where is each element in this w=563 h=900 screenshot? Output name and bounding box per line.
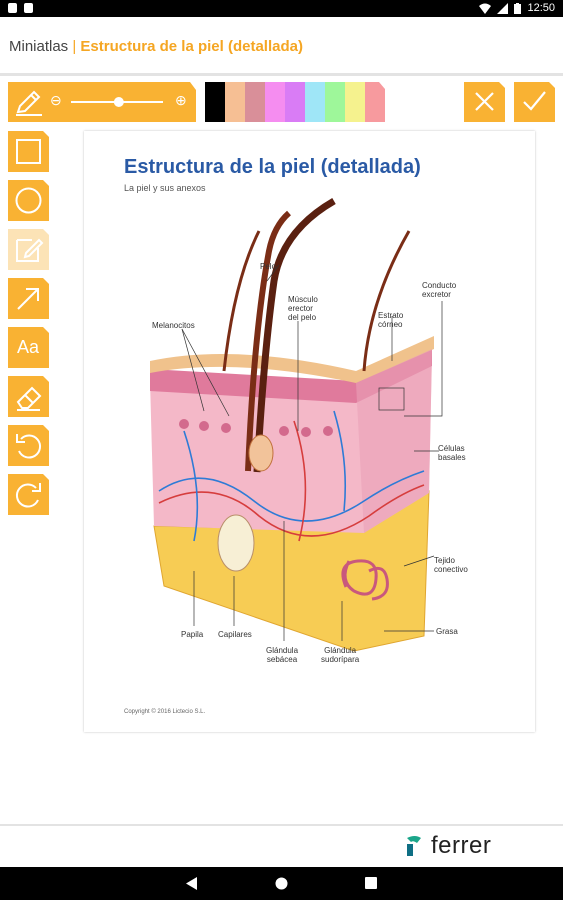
color-swatch[interactable]: [265, 82, 285, 122]
app-notification-icon: [24, 3, 33, 13]
title-separator: |: [68, 38, 81, 55]
page-title: Miniatlas | Estructura de la piel (detal…: [9, 38, 303, 55]
signal-icon: [497, 2, 509, 14]
navigation-bar: [0, 867, 563, 900]
eraser-icon: [16, 386, 42, 411]
color-swatch[interactable]: [365, 82, 385, 122]
label-melanocitos: Melanocitos: [152, 321, 195, 330]
document-subtitle: La piel y sus anexos: [124, 183, 206, 193]
label-estrato: Estrato córneo: [378, 311, 404, 329]
size-decrease-icon[interactable]: ⊖: [50, 92, 62, 108]
header-divider: [0, 73, 563, 76]
document-page[interactable]: Estructura de la piel (detallada) La pie…: [84, 131, 535, 732]
square-icon: [16, 139, 41, 164]
label-capilares: Capilares: [218, 630, 252, 639]
recents-icon[interactable]: [365, 877, 377, 889]
size-slider[interactable]: [68, 93, 168, 111]
color-swatch[interactable]: [305, 82, 325, 122]
color-swatch[interactable]: [285, 82, 305, 122]
document-heading: Estructura de la piel (detallada): [124, 156, 421, 178]
label-pelo: Pelo: [260, 262, 277, 271]
pencil-icon[interactable]: [16, 90, 42, 116]
copyright-text: Copyright © 2016 Lictecio S.L.: [124, 709, 206, 715]
close-icon: [475, 92, 494, 111]
edit-note-icon: [16, 238, 44, 262]
circle-tool-button[interactable]: [8, 180, 49, 221]
label-tejido: Tejido conectivo: [434, 556, 468, 574]
text-tool-button[interactable]: Aa: [8, 327, 49, 368]
home-icon[interactable]: [275, 877, 288, 890]
label-glandula-sudoripara: Glándula sudorípara: [321, 646, 360, 664]
confirm-button[interactable]: [514, 82, 555, 122]
notification-icon: [8, 3, 17, 13]
document-title: Estructura de la piel (detallada): [80, 38, 303, 55]
back-icon[interactable]: [186, 877, 198, 890]
label-grasa: Grasa: [436, 627, 458, 636]
ferrer-logo-icon: [407, 836, 421, 856]
color-swatch[interactable]: [225, 82, 245, 122]
status-bar: 12:50: [0, 0, 563, 17]
label-conducto: Conducto excretor: [422, 281, 457, 299]
rectangle-tool-button[interactable]: [8, 131, 49, 172]
app-bar: Miniatlas | Estructura de la piel (detal…: [0, 17, 563, 75]
label-musculo: Músculo erector del pelo: [288, 295, 318, 322]
check-icon: [523, 91, 546, 111]
footer-divider: [0, 824, 563, 826]
redo-icon: [15, 483, 41, 508]
label-celulas: Células basales: [438, 444, 466, 462]
slider-knob[interactable]: [113, 97, 124, 107]
brand-name: ferrer: [431, 832, 492, 859]
arrow-icon: [17, 288, 39, 310]
color-swatch[interactable]: [245, 82, 265, 122]
wifi-icon: [479, 3, 492, 14]
arrow-tool-button[interactable]: [8, 278, 49, 319]
label-glandula-sebacea: Glándula sebácea: [266, 646, 299, 664]
undo-button[interactable]: [8, 425, 49, 466]
battery-icon: [514, 2, 522, 14]
redo-button[interactable]: [8, 474, 49, 515]
skin-illustration: [150, 197, 443, 652]
undo-icon: [16, 434, 42, 459]
clock: 12:50: [527, 2, 555, 14]
cancel-button[interactable]: [464, 82, 505, 122]
text-tool-label: Aa: [17, 337, 40, 357]
color-swatch[interactable]: [325, 82, 345, 122]
color-swatch[interactable]: [345, 82, 365, 122]
note-tool-button[interactable]: [8, 229, 49, 270]
brand-logo: ferrer: [405, 832, 491, 860]
size-increase-icon[interactable]: ⊕: [175, 92, 187, 108]
eraser-tool-button[interactable]: [8, 376, 49, 417]
label-papila: Papila: [181, 630, 204, 639]
app-name: Miniatlas: [9, 38, 69, 55]
circle-icon: [15, 187, 42, 214]
color-swatch[interactable]: [205, 82, 225, 122]
